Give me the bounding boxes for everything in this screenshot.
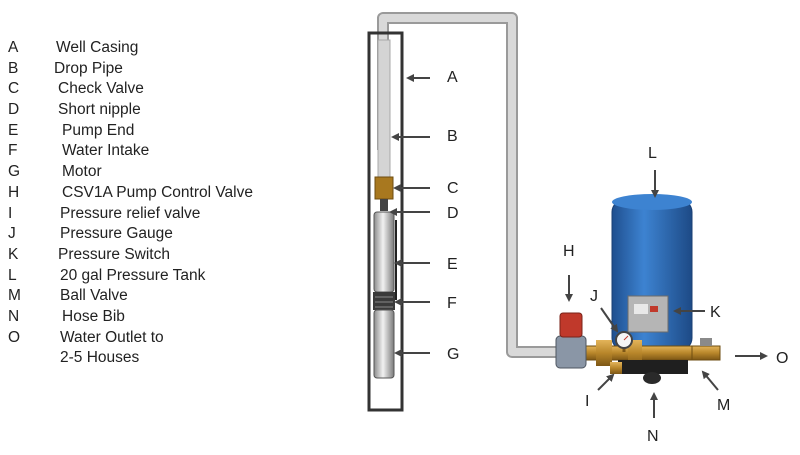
hose-bib <box>643 372 661 384</box>
manifold-base <box>618 360 688 374</box>
callout-label-h: H <box>563 243 575 260</box>
motor <box>373 309 395 379</box>
callout-arrow-i <box>597 373 615 391</box>
legend-key: D <box>8 101 20 119</box>
legend-item-o-continued: 2-5 Houses <box>8 348 308 369</box>
legend-item-i: I Pressure relief valve <box>8 204 308 225</box>
legend-list: A Well Casing B Drop Pipe C Check Valve D Sh… <box>8 38 308 369</box>
legend-text: Short nipple <box>58 101 141 119</box>
legend-text: Motor <box>62 163 102 181</box>
legend-key: G <box>8 163 21 181</box>
legend-text: Hose Bib <box>62 307 125 325</box>
manifold-fitting <box>596 340 612 366</box>
legend-key: M <box>8 287 21 305</box>
legend-key: E <box>8 121 19 139</box>
legend-key: F <box>8 142 18 160</box>
legend-item-b: B Drop Pipe <box>8 59 308 80</box>
callout-label-i: I <box>585 393 589 410</box>
tank-top <box>612 194 692 210</box>
legend-item-k: K Pressure Switch <box>8 245 308 266</box>
legend-key: H <box>8 183 20 201</box>
callout-arrows <box>389 74 768 418</box>
legend-text: Check Valve <box>58 80 144 98</box>
callout-label-j: J <box>590 288 598 305</box>
legend-item-n: N Hose Bib <box>8 307 308 328</box>
pump-control-valve-cap <box>559 312 583 338</box>
legend-item-d: D Short nipple <box>8 100 308 121</box>
legend-text: Ball Valve <box>60 287 128 305</box>
legend-key: A <box>8 39 19 56</box>
ball-valve-handle <box>700 338 712 346</box>
legend-key: B <box>8 59 19 77</box>
legend-text: Water Intake <box>62 142 150 160</box>
callout-arrow-m <box>701 370 719 391</box>
legend-key: J <box>8 225 16 243</box>
callout-label-n: N <box>647 428 659 445</box>
callout-label-f: F <box>447 295 457 312</box>
legend-item-f: F Water Intake <box>8 141 308 162</box>
legend-key: N <box>8 307 20 325</box>
gauge-needle <box>623 335 629 341</box>
pressure-relief-valve <box>610 362 622 374</box>
callout-label-g: G <box>447 346 459 363</box>
manifold-fitting <box>628 340 642 366</box>
callout-label-c: C <box>447 180 459 197</box>
legend-item-g: G Motor <box>8 162 308 183</box>
legend-text: Pump End <box>62 121 135 139</box>
legend-item-e: E Pump End <box>8 121 308 142</box>
pump-end <box>373 211 395 293</box>
callout-label-o: O <box>776 350 788 367</box>
pressure-switch-label <box>634 304 648 314</box>
legend-text: Water Outlet to <box>60 328 164 346</box>
check-valve <box>374 176 394 200</box>
callout-label-k: K <box>710 304 721 321</box>
pressure-switch-mark <box>650 306 658 312</box>
legend-key: K <box>8 245 19 263</box>
legend-item-h: H CSV1A Pump Control Valve <box>8 183 308 204</box>
pump-control-valve-body <box>555 335 587 369</box>
legend-key: O <box>8 328 21 346</box>
drop-pipe <box>377 39 391 179</box>
legend-text: Well Casing <box>56 39 139 56</box>
legend-text: Drop Pipe <box>54 59 123 77</box>
callout-label-m: M <box>717 397 730 414</box>
legend-text: 20 gal Pressure Tank <box>60 266 206 284</box>
legend-text: Pressure Switch <box>58 245 170 263</box>
legend-text: 2-5 Houses <box>60 349 140 367</box>
legend-key: I <box>8 204 13 222</box>
callout-label-a: A <box>447 69 458 86</box>
legend-item-c: C Check Valve <box>8 79 308 100</box>
legend-item-o: O Water Outlet to <box>8 328 308 349</box>
legend-text: Pressure Gauge <box>60 225 173 243</box>
legend-item-m: M Ball Valve <box>8 286 308 307</box>
callout-label-e: E <box>447 256 458 273</box>
well-casing <box>367 31 404 412</box>
callout-label-l: L <box>648 145 657 162</box>
legend-key: C <box>8 80 20 98</box>
callout-arrow-j <box>600 307 619 333</box>
legend-key: L <box>8 266 17 284</box>
callout-label-d: D <box>447 205 459 222</box>
legend-text: CSV1A Pump Control Valve <box>62 183 253 201</box>
legend-item-a: A Well Casing <box>8 38 308 59</box>
legend-item-j: J Pressure Gauge <box>8 224 308 245</box>
callout-label-b: B <box>447 128 458 145</box>
ball-valve <box>691 345 721 361</box>
legend-item-l: L 20 gal Pressure Tank <box>8 266 308 287</box>
short-nipple <box>380 199 388 211</box>
legend-text: Pressure relief valve <box>60 204 201 222</box>
